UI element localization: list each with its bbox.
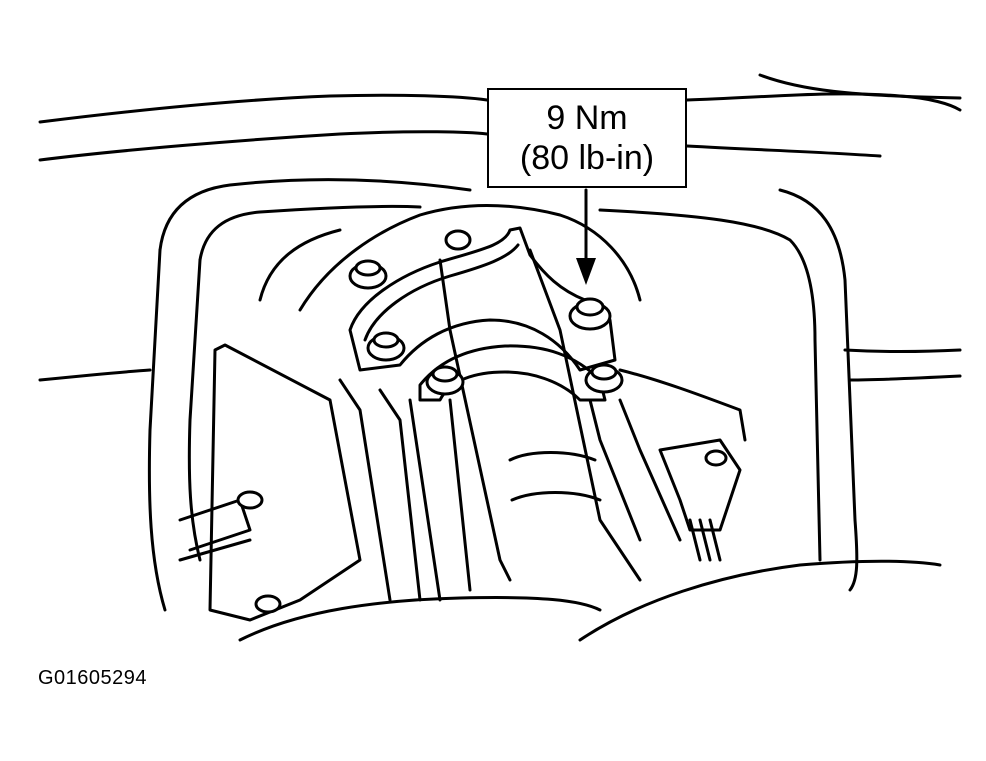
bolt-lower-left xyxy=(236,490,264,510)
bolt-upper-left xyxy=(348,259,388,290)
right-panel-line xyxy=(843,348,962,353)
opening-frame-left xyxy=(147,248,167,612)
lower-dash-curve-right xyxy=(578,559,942,642)
opening-frame-inner-left-down xyxy=(187,258,202,562)
callout-arrowhead xyxy=(576,258,596,285)
column-clamp xyxy=(418,344,607,402)
opening-frame-inner-left xyxy=(198,204,422,262)
dashboard-trim-right-inner xyxy=(685,144,882,158)
column-housing-inner xyxy=(258,228,342,302)
steering-column-collar-2 xyxy=(510,491,602,502)
right-plate xyxy=(618,368,747,442)
bolt-bottom-left xyxy=(254,594,282,614)
lower-dash-curve xyxy=(238,596,602,642)
mount-rail-left xyxy=(338,378,392,602)
mount-rail-right-2 xyxy=(618,398,682,542)
opening-frame-right xyxy=(778,188,859,592)
connector-housing xyxy=(658,438,742,532)
stud-top xyxy=(444,229,472,251)
steering-column-collar xyxy=(508,451,597,462)
torque-callout-box: 9 Nm (80 lb-in) xyxy=(487,88,687,188)
bracket-plate-inner xyxy=(363,243,520,342)
torque-metric-label: 9 Nm xyxy=(546,99,628,137)
dashboard-top-curve xyxy=(758,73,962,100)
mount-rail-center xyxy=(408,398,442,602)
dashboard-trim-outline xyxy=(38,93,489,124)
bolt-clamp-left xyxy=(425,365,465,396)
left-panel-line xyxy=(38,368,152,382)
mount-rail-right xyxy=(588,398,642,542)
lower-left-panel xyxy=(208,343,362,622)
lower-left-panel-edge xyxy=(178,498,252,552)
bolt-connector xyxy=(704,449,728,467)
mount-rail-center-2 xyxy=(448,398,472,592)
harness-wires xyxy=(688,518,722,562)
bolt-middle-left xyxy=(366,331,406,362)
lower-left-panel-edge-2 xyxy=(178,538,252,562)
column-housing xyxy=(298,204,642,312)
dashboard-trim-inner xyxy=(38,130,489,162)
right-panel-line-2 xyxy=(848,374,962,382)
torque-imperial-label: (80 lb-in) xyxy=(519,139,655,177)
opening-frame-outer xyxy=(158,178,472,252)
steering-column-tube-right xyxy=(528,248,642,582)
opening-frame-inner-right xyxy=(598,208,822,562)
mount-rail-left-2 xyxy=(378,388,422,602)
bolt-torque-target xyxy=(568,297,612,331)
bolt-clamp-right xyxy=(584,363,624,394)
figure-id-label: G01605294 xyxy=(38,667,148,689)
bracket-plate xyxy=(348,226,617,372)
steering-column-tube-left xyxy=(438,258,512,582)
